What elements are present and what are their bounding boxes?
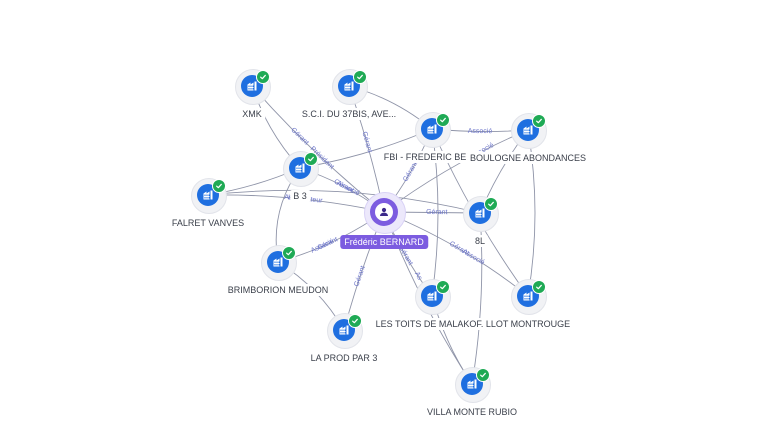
edge-label: As — [413, 271, 423, 282]
verified-check-icon — [256, 70, 270, 84]
edge-label: Gérant — [289, 127, 309, 147]
person-label: Frédéric BERNARD — [340, 235, 428, 249]
edge-label: Gérant — [353, 265, 367, 288]
company-label: FBI - FREDERIC BER... — [380, 151, 484, 163]
verified-check-icon — [348, 314, 362, 328]
edge-label: Associé — [468, 128, 493, 135]
verified-check-icon — [532, 114, 546, 128]
verified-check-icon — [436, 280, 450, 294]
verified-check-icon — [476, 368, 490, 382]
company-label: XMK — [239, 108, 265, 120]
company-label: BOULOGNE ABONDANCES — [466, 152, 590, 164]
verified-check-icon — [304, 152, 318, 166]
verified-check-icon — [212, 179, 226, 193]
company-label: LA PROD PAR 3 — [307, 352, 381, 364]
verified-check-icon — [532, 280, 546, 294]
verified-check-icon — [436, 113, 450, 127]
edge-8l-villa — [471, 212, 483, 385]
company-label: LES TOITS DE MALAKOF... — [372, 318, 492, 330]
edge-center-boulogne — [383, 129, 529, 213]
person-glyph — [375, 203, 393, 221]
edge-center-xmk — [251, 85, 385, 213]
person-icon[interactable] — [370, 198, 398, 226]
edge-label: Gérant — [360, 131, 372, 154]
edge-boulogne-llot — [527, 129, 536, 297]
edge-label: Gérant — [426, 209, 448, 216]
edge-fbi-lestoits — [431, 128, 439, 297]
company-label: FALRET VANVES — [168, 217, 248, 229]
edge-falret-8l — [207, 189, 481, 214]
verified-check-icon — [353, 70, 367, 84]
verified-check-icon — [282, 246, 296, 260]
company-label: VILLA MONTE RUBIO — [423, 406, 521, 418]
company-label: BRIMBORION MEUDON — [224, 284, 332, 296]
edge-label: Gérant — [402, 161, 419, 183]
company-label: B 3 — [290, 190, 310, 202]
company-label: 8L — [471, 235, 489, 247]
verified-check-icon — [484, 197, 498, 211]
company-label: LLOT MONTROUGE — [482, 318, 574, 330]
edge-label: Associé — [310, 238, 335, 255]
company-label: S.C.I. DU 37BIS, AVE... — [298, 108, 400, 120]
